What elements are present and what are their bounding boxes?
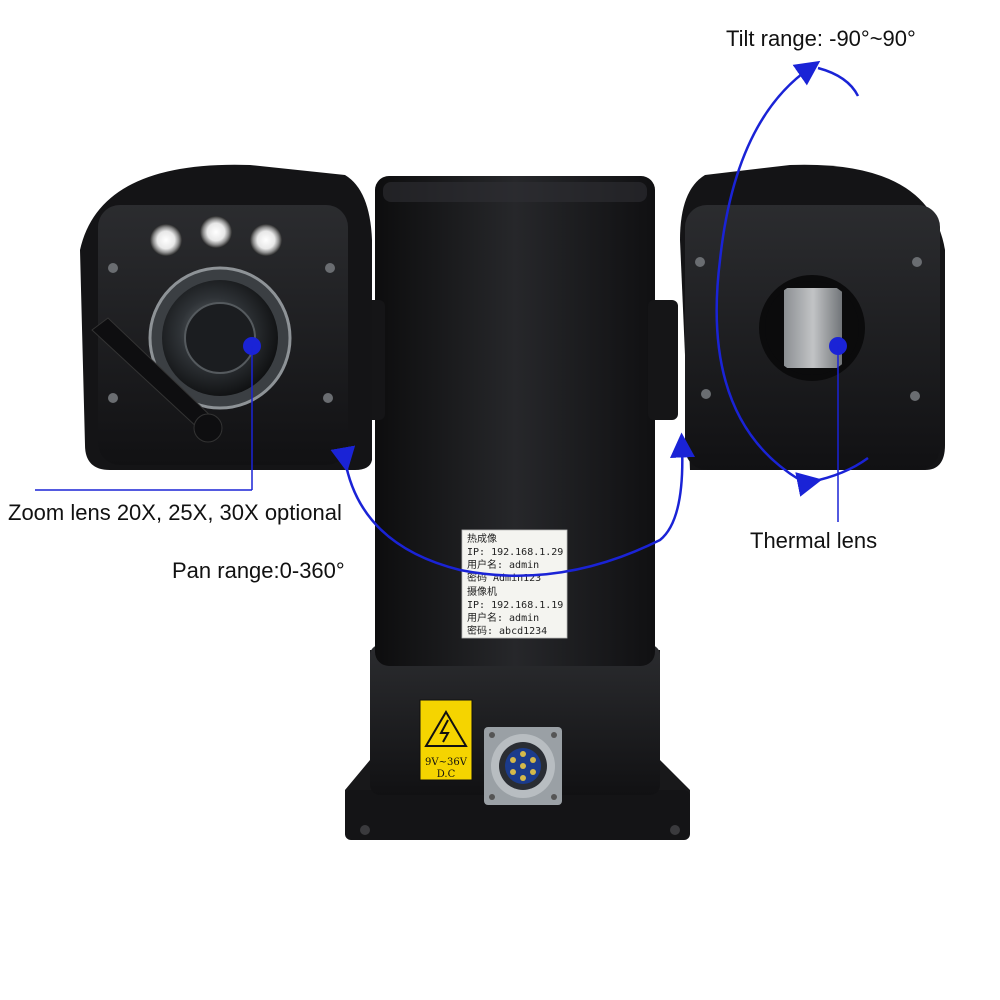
ir-led-array xyxy=(150,216,282,256)
zoom-lens-label: Zoom lens 20X, 25X, 30X optional xyxy=(8,500,342,525)
tilt-range-label: Tilt range: -90°~90° xyxy=(726,26,916,51)
network-info-sticker: 热成像 IP: 192.168.1.29 用户名: admin 密码 Admin… xyxy=(461,529,568,639)
wiper-arm xyxy=(91,317,223,443)
tilt-arrow-bottom-icon xyxy=(795,456,869,497)
camera-pass: 密码: abcd1234 xyxy=(467,624,547,637)
annotation-arrows xyxy=(35,60,869,577)
tilt-arrow-head-right-icon xyxy=(817,66,860,97)
voltage-label: 9V~36V xyxy=(425,757,468,768)
pan-tilt-body xyxy=(375,176,655,666)
high-voltage-warning-icon xyxy=(424,710,468,747)
thermal-title: 热成像 xyxy=(467,532,497,545)
camera-user: 用户名: admin xyxy=(467,611,539,624)
pan-range-label: Pan range:0-360° xyxy=(172,558,345,583)
thermal-lens xyxy=(759,275,865,381)
pan-arrow-icon xyxy=(330,432,695,577)
thermal-ip: IP: 192.168.1.29 xyxy=(467,547,563,558)
thermal-lens-label: Thermal lens xyxy=(750,528,878,553)
camera-ip: IP: 192.168.1.19 xyxy=(467,600,563,611)
zoom-lens xyxy=(148,266,292,410)
current-type-label: D.C xyxy=(437,769,456,780)
connector-icon[interactable] xyxy=(484,727,562,805)
camera-title: 摄像机 xyxy=(467,585,497,598)
thermal-user: 用户名: admin xyxy=(467,558,539,571)
tilt-arrow-icon xyxy=(715,60,821,482)
power-warning-plate: 9V~36V D.C xyxy=(419,699,473,781)
